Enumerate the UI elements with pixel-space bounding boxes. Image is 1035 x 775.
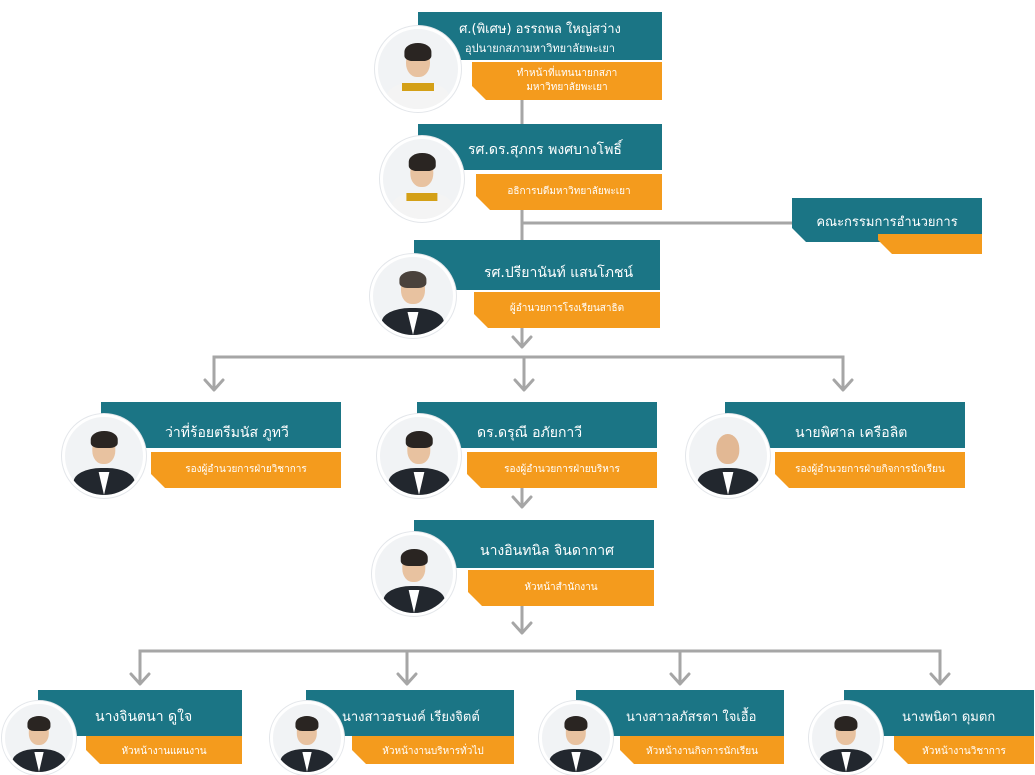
node-committee: คณะกรรมการอำนวยการ xyxy=(792,198,982,254)
avatar-vp-academic xyxy=(62,414,146,498)
node-president: ศ.(พิเศษ) อรรถพล ใหญ่สว่าง อุปนายกสภามหา… xyxy=(418,12,662,100)
person-name: นางจินตนา ดูใจ xyxy=(95,709,193,725)
title-panel xyxy=(620,736,784,764)
title-panel xyxy=(86,736,242,764)
avatar-vp-admin xyxy=(377,414,461,498)
avatar-general-head xyxy=(270,701,344,775)
person-subname: อุปนายกสภามหาวิทยาลัยพะเยา xyxy=(465,42,615,55)
node-director: รศ.ปรียานันท์ แสนโภชน์ ผู้อำนวยการโรงเรี… xyxy=(414,240,660,328)
node-academic-head: นางพนิดา ดุมตก หัวหน้างานวิชาการ xyxy=(844,690,1034,762)
person-title: หัวหน้าสำนักงาน xyxy=(524,582,598,593)
node-rector: รศ.ดร.สุภกร พงศบางโพธิ์ อธิการบดีมหาวิทย… xyxy=(418,124,662,210)
node-office-head: นางอินทนิล จินดากาศ หัวหน้าสำนักงาน xyxy=(414,520,654,606)
title-panel xyxy=(775,452,965,488)
node-general-head: นางสาวอรนงค์ เรียงจิตต์ หัวหน้างานบริหาร… xyxy=(306,690,514,762)
name-panel xyxy=(414,240,660,290)
name-panel xyxy=(414,520,654,568)
avatar-rector xyxy=(380,136,464,222)
person-name: ว่าที่ร้อยตรีมนัส ภูทวี xyxy=(165,425,289,441)
avatar-vp-student xyxy=(686,414,770,498)
accent-panel xyxy=(878,234,982,254)
person-name: ศ.(พิเศษ) อรรถพล ใหญ่สว่าง xyxy=(459,22,621,37)
node-vp-admin: ดร.ดรุณี อภัยกาวี รองผู้อำนวยการฝ่ายบริห… xyxy=(417,402,657,488)
title-panel xyxy=(894,736,1034,764)
avatar-academic-head xyxy=(809,701,883,775)
person-name: นางพนิดา ดุมตก xyxy=(902,710,996,725)
person-name: รศ.ปรียานันท์ แสนโภชน์ xyxy=(484,265,634,281)
avatar-student-head xyxy=(539,701,613,775)
avatar-office-head xyxy=(372,532,456,616)
title-panel xyxy=(472,62,662,100)
node-vp-student: นายพิศาล เครือลิต รองผู้อำนวยการฝ่ายกิจก… xyxy=(725,402,965,488)
person-title: รองผู้อำนวยการฝ่ายบริหาร xyxy=(504,464,620,475)
avatar-president xyxy=(375,26,461,112)
person-title: หัวหน้างานบริหารทั่วไป xyxy=(382,746,484,757)
person-title: ทำหน้าที่แทนนายกสภา มหาวิทยาลัยพะเยา xyxy=(516,68,618,93)
person-name: นางอินทนิล จินดากาศ xyxy=(480,543,615,559)
person-title: อธิการบดีมหาวิทยาลัยพะเยา xyxy=(507,186,631,197)
title-panel xyxy=(352,736,514,764)
person-title: ผู้อำนวยการโรงเรียนสาธิต xyxy=(509,303,625,314)
avatar-director xyxy=(370,254,456,338)
person-title: หัวหน้างานกิจการนักเรียน xyxy=(646,746,758,757)
person-name: ดร.ดรุณี อภัยกาวี xyxy=(477,425,583,441)
person-title: รองผู้อำนวยการฝ่ายวิชาการ xyxy=(185,464,307,475)
name-panel xyxy=(418,12,662,60)
committee-name: คณะกรรมการอำนวยการ xyxy=(816,215,958,230)
title-panel xyxy=(468,570,654,606)
person-name: นางสาวลภัสรดา ใจเอื้อ xyxy=(626,710,757,725)
person-name: นายพิศาล เครือลิต xyxy=(795,425,908,441)
person-title: รองผู้อำนวยการฝ่ายกิจการนักเรียน xyxy=(795,464,945,475)
person-title: หัวหน้างานวิชาการ xyxy=(922,746,1006,757)
avatar-plan-head xyxy=(2,701,76,775)
title-panel xyxy=(476,174,662,210)
person-name: รศ.ดร.สุภกร พงศบางโพธิ์ xyxy=(468,142,622,158)
person-name: นางสาวอรนงค์ เรียงจิตต์ xyxy=(342,710,480,725)
title-panel xyxy=(474,292,660,328)
person-title: หัวหน้างานแผนงาน xyxy=(121,746,207,757)
title-panel xyxy=(467,452,657,488)
title-panel xyxy=(151,452,341,488)
